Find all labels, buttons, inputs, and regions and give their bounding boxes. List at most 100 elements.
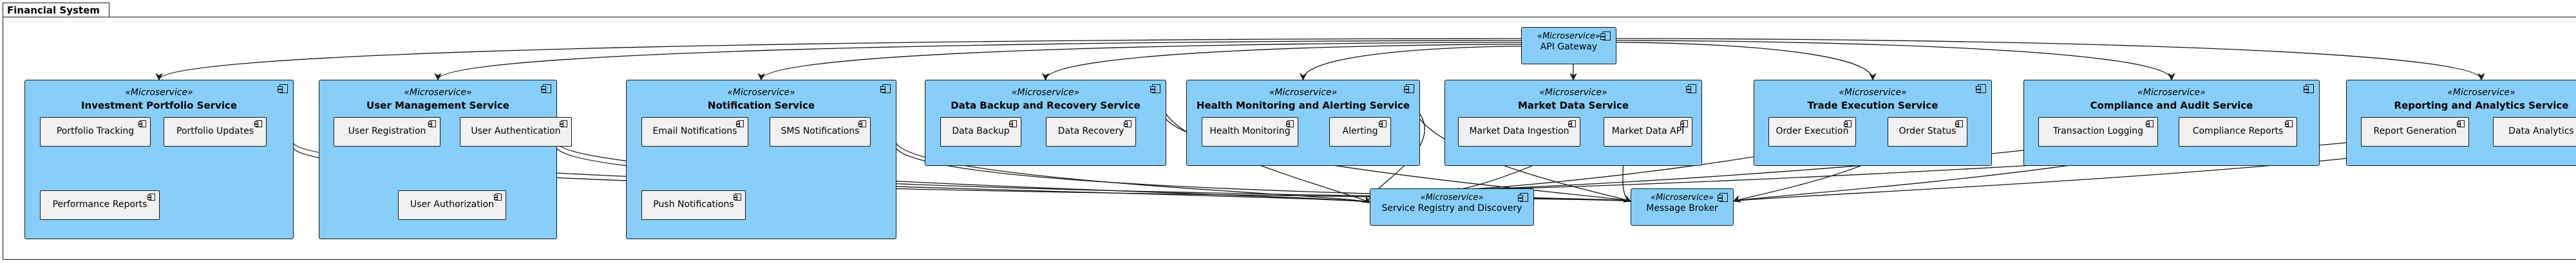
stereotype-label: «Microservice» bbox=[2447, 87, 2515, 98]
component-icon bbox=[2304, 84, 2314, 93]
subcomponent-label: Performance Reports bbox=[52, 199, 147, 210]
component-icon bbox=[1976, 84, 1986, 93]
broker-edge bbox=[1419, 119, 1632, 203]
component-icon bbox=[2146, 120, 2154, 127]
subcomponent: Data Backup bbox=[940, 117, 1021, 147]
stereotype-label: «Microservice» bbox=[1839, 87, 1907, 98]
subcomponent: Market Data Ingestion bbox=[1458, 117, 1580, 147]
subcomponent-label: User Authorization bbox=[410, 199, 495, 210]
component-icon bbox=[1955, 120, 1963, 127]
subcomponent-label: User Registration bbox=[348, 126, 426, 136]
broker-edge bbox=[896, 148, 1632, 203]
package-frame bbox=[3, 17, 2576, 260]
component-icon bbox=[1379, 120, 1387, 127]
component-icon bbox=[428, 120, 436, 127]
subcomponent-label: Compliance Reports bbox=[2192, 126, 2284, 136]
subcomponent-label: Email Notifications bbox=[652, 126, 737, 136]
component-icon bbox=[2285, 120, 2293, 127]
subcomponent-label: Health Monitoring bbox=[1209, 126, 1291, 136]
subcomponent-label: Market Data API bbox=[1611, 126, 1685, 136]
subcomponent: Health Monitoring bbox=[1202, 117, 1298, 147]
component-name: Compliance and Audit Service bbox=[2090, 100, 2253, 111]
component-name: Health Monitoring and Alerting Service bbox=[1196, 100, 1410, 111]
subcomponent: Portfolio Tracking bbox=[40, 117, 151, 147]
subcomponent: Transaction Logging bbox=[2038, 117, 2158, 147]
subcomponent: SMS Notifications bbox=[770, 117, 871, 147]
component-icon bbox=[254, 120, 262, 127]
stereotype-label: «Microservice» bbox=[727, 87, 795, 98]
component-name: Trade Execution Service bbox=[1807, 100, 1938, 111]
subcomponent: Market Data API bbox=[1604, 117, 1692, 147]
component-icon bbox=[1150, 84, 1160, 93]
subcomponent-label: Push Notifications bbox=[653, 199, 734, 210]
component-icon bbox=[1680, 120, 1688, 127]
gateway-edge bbox=[1299, 46, 1522, 81]
component-icon bbox=[560, 120, 567, 127]
subcomponent-label: Report Generation bbox=[2373, 126, 2457, 136]
component-icon bbox=[147, 194, 155, 201]
component-icon bbox=[1686, 84, 1696, 93]
component-icon bbox=[736, 120, 744, 127]
stereotype-label: «Microservice» bbox=[1420, 193, 1484, 203]
component-icon bbox=[2457, 120, 2465, 127]
subcomponent: Alerting bbox=[1329, 117, 1391, 147]
stereotype-label: «Microservice» bbox=[1011, 87, 1080, 98]
subcomponent-label: Market Data Ingestion bbox=[1469, 126, 1569, 136]
subcomponent: User Authentication bbox=[460, 117, 572, 147]
component-name: Reporting and Analytics Service bbox=[2394, 100, 2569, 111]
stereotype-label: «Microservice» bbox=[1539, 87, 1607, 98]
component-icon bbox=[1568, 120, 1576, 127]
component-name: Message Broker bbox=[1646, 203, 1718, 213]
stereotype-label: «Microservice» bbox=[1537, 32, 1600, 41]
subcomponent-label: Order Status bbox=[1899, 126, 1956, 136]
gateway-edge bbox=[1616, 38, 2485, 81]
gateway-edge bbox=[757, 42, 1522, 81]
subcomponent: User Registration bbox=[334, 117, 440, 147]
component-icon bbox=[1404, 84, 1414, 93]
subcomponent-label: Transaction Logging bbox=[2052, 126, 2144, 136]
subcomponent-label: Data Analytics bbox=[2508, 126, 2574, 136]
subcomponent: Order Status bbox=[1888, 117, 1967, 147]
package-title: Financial System bbox=[3, 3, 109, 17]
gateway-edge bbox=[155, 38, 1522, 81]
service-registry-and-discovery: «Microservice»Service Registry and Disco… bbox=[1370, 188, 1534, 226]
component-name: API Gateway bbox=[1540, 42, 1598, 52]
subcomponent: Data Recovery bbox=[1046, 117, 1136, 147]
component-icon bbox=[1718, 193, 1728, 202]
subcomponent: Portfolio Updates bbox=[164, 117, 267, 147]
gateway-edge bbox=[1041, 44, 1522, 81]
component-name: User Management Service bbox=[366, 100, 509, 111]
subcomponent-label: User Authentication bbox=[471, 126, 561, 136]
component-name: Investment Portfolio Service bbox=[80, 100, 238, 111]
gateway-edge bbox=[434, 40, 1522, 81]
subcomponent-label: Alerting bbox=[1342, 126, 1378, 136]
subcomponent: Push Notifications bbox=[641, 190, 746, 220]
stereotype-label: «Microservice» bbox=[404, 87, 472, 98]
registry-edge bbox=[1166, 114, 1371, 203]
component-icon bbox=[734, 194, 741, 201]
registry-edge bbox=[556, 143, 1371, 203]
component-icon bbox=[858, 120, 866, 127]
subcomponent: User Authorization bbox=[398, 190, 506, 220]
gateway-edge bbox=[1616, 40, 2175, 81]
component-icon bbox=[1518, 193, 1528, 202]
component-name: Notification Service bbox=[707, 100, 815, 111]
component-name: Data Backup and Recovery Service bbox=[951, 100, 1141, 111]
component-icon bbox=[1124, 120, 1132, 127]
subcomponent: Data Analytics bbox=[2493, 117, 2576, 147]
gateway-edge bbox=[1616, 42, 1877, 81]
component-icon bbox=[278, 84, 288, 93]
subcomponent-label: Data Backup bbox=[952, 126, 1010, 136]
subcomponent: Order Execution bbox=[1768, 117, 1856, 147]
stereotype-label: «Microservice» bbox=[125, 87, 193, 98]
component-name: Market Data Service bbox=[1517, 100, 1629, 111]
subcomponent-label: Portfolio Tracking bbox=[56, 126, 135, 136]
message-broker: «Microservice»Message Broker bbox=[1631, 188, 1734, 226]
component-icon bbox=[1600, 32, 1611, 41]
api-gateway: «Microservice»API Gateway bbox=[1521, 27, 1616, 64]
subcomponent: Report Generation bbox=[2361, 117, 2469, 147]
stereotype-label: «Microservice» bbox=[2137, 87, 2206, 98]
subcomponent-label: Data Recovery bbox=[1057, 126, 1124, 136]
component-icon bbox=[541, 84, 551, 93]
registry-edge bbox=[1361, 114, 1425, 203]
